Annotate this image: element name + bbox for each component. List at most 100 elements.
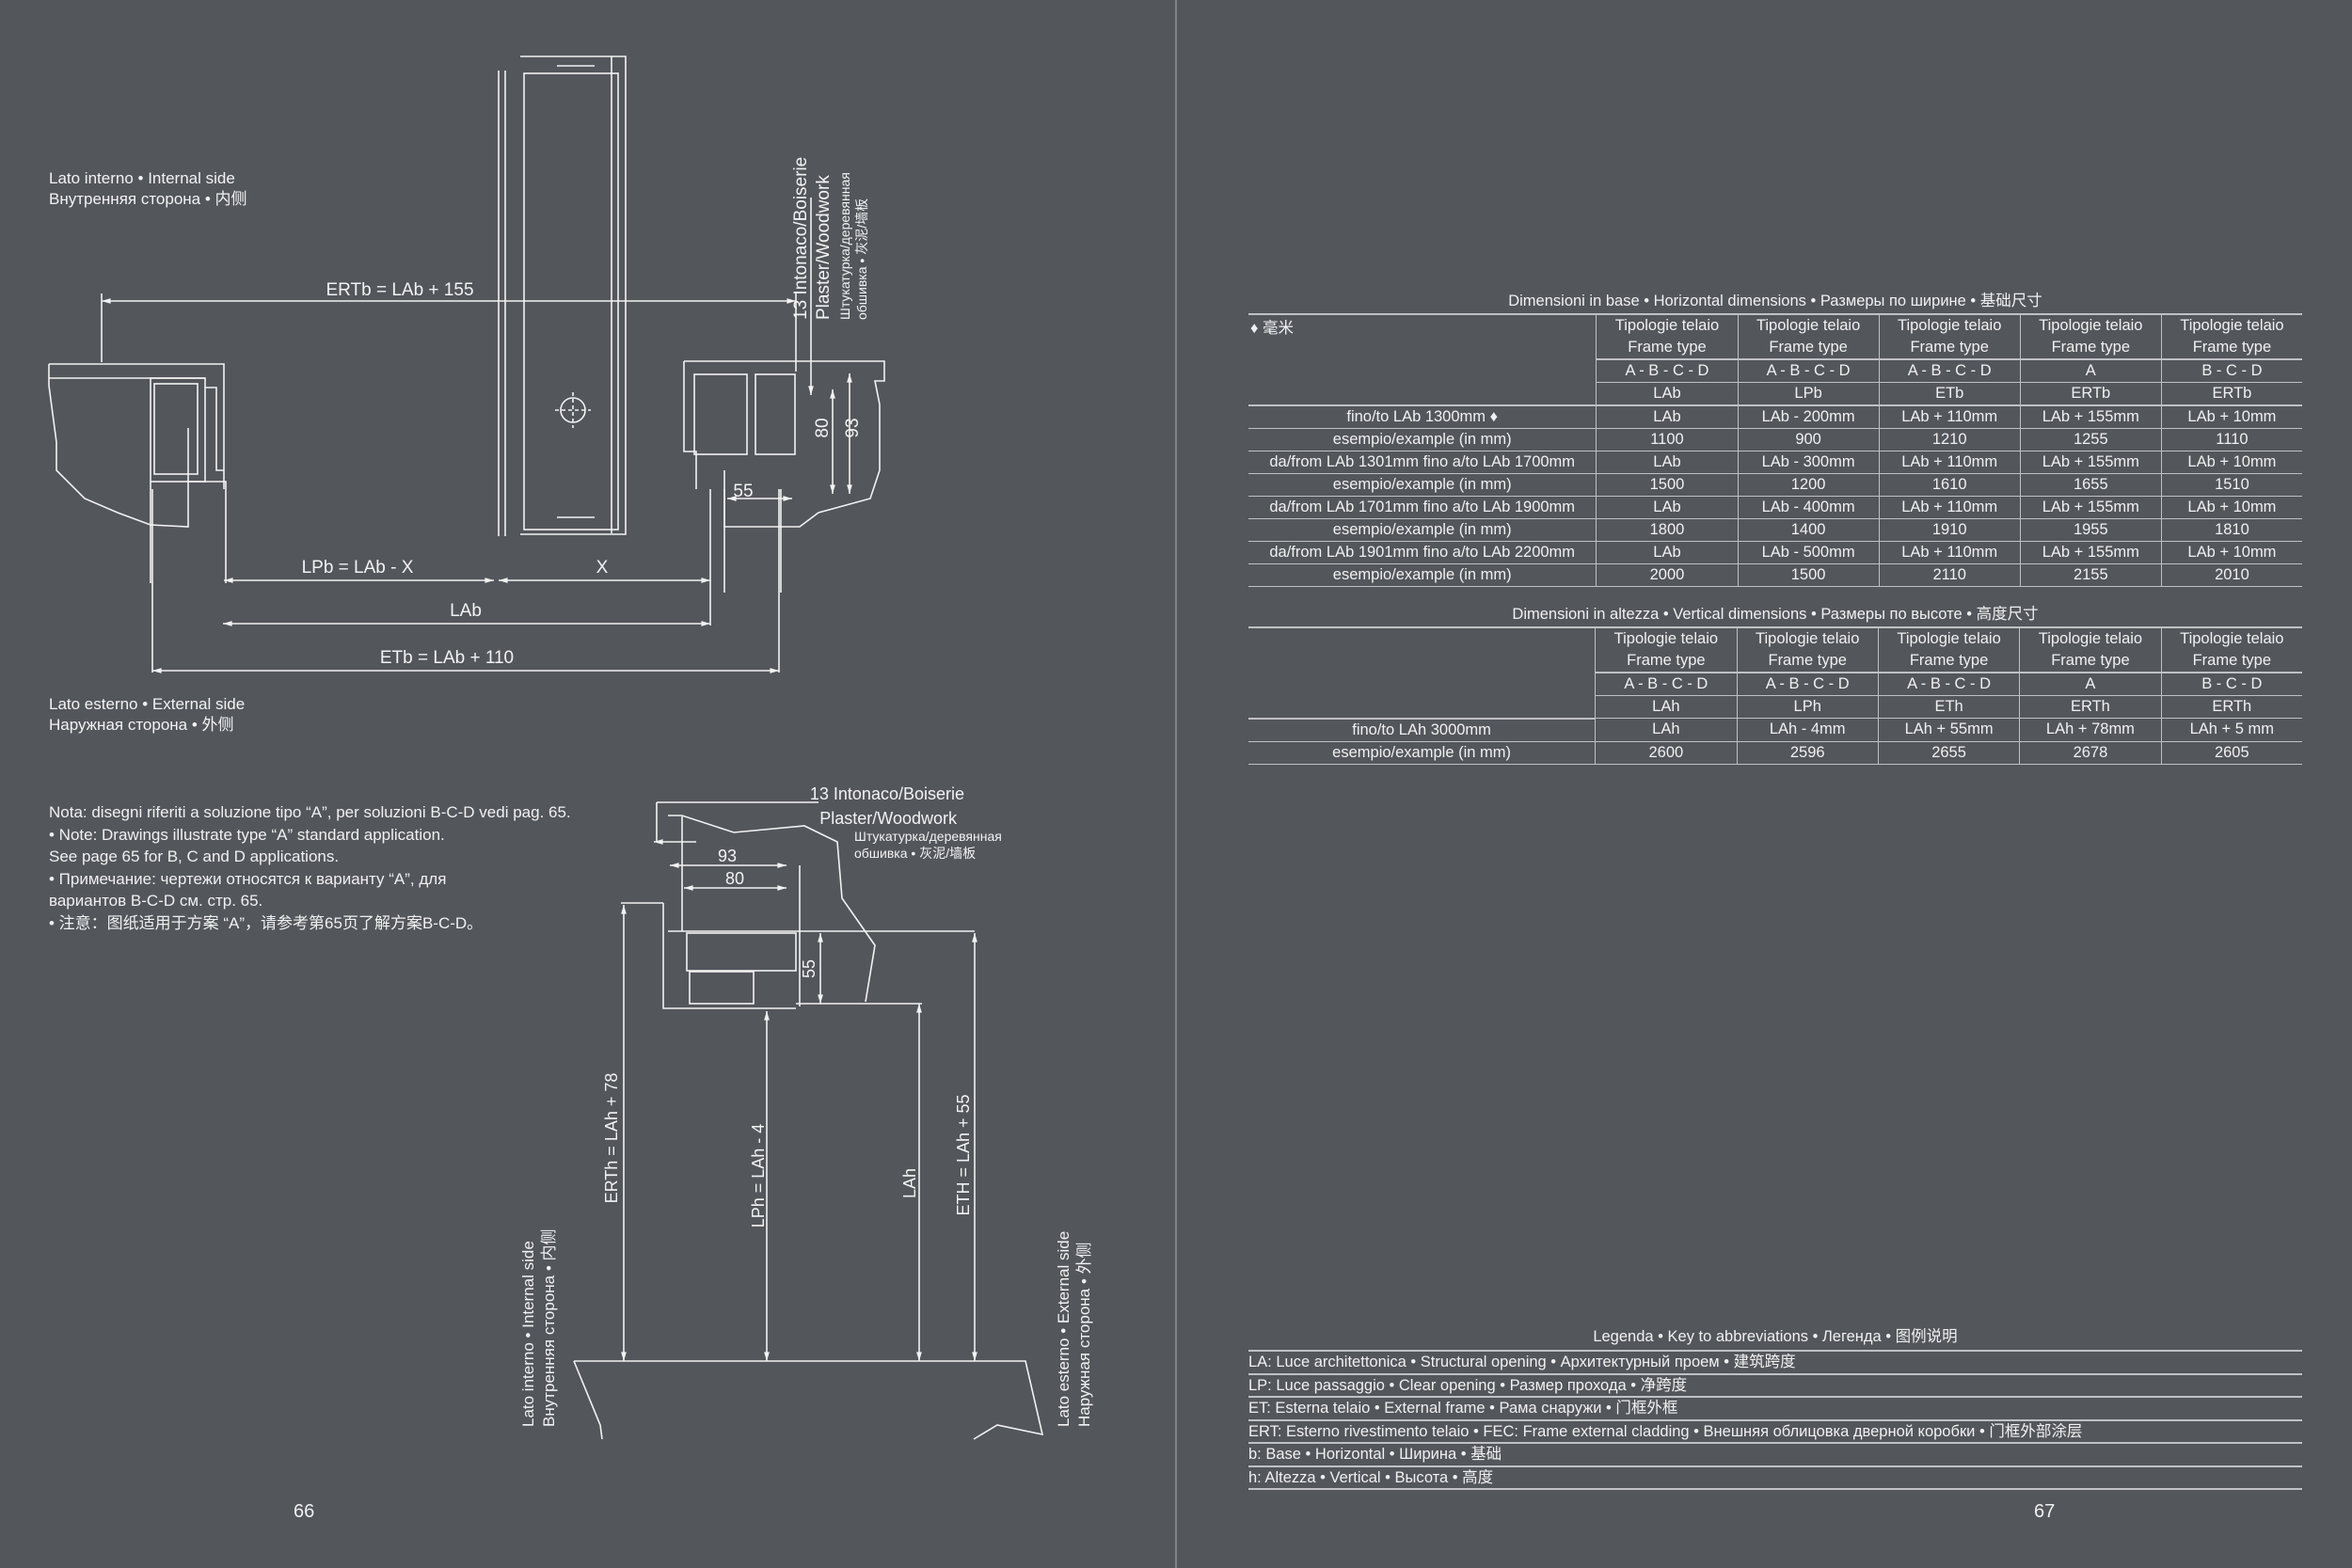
table-cell: 1500 <box>1737 563 1880 587</box>
header-cell: Frame type <box>2160 337 2302 360</box>
table-cell: LAb + 10mm <box>2160 541 2302 564</box>
table-cell: LAb - 500mm <box>1737 541 1880 564</box>
dim-label-lpb: LPb = LAb - X <box>302 558 414 578</box>
page-divider <box>1175 0 1177 1568</box>
external-side-line-1: Lato esterno • External side <box>49 695 246 713</box>
technical-drawing: ERTb = LAb + 155 LPb = LAb - X X LAb ETb… <box>48 55 1093 1440</box>
frame-type-cell: B - C - D <box>2160 673 2302 696</box>
section-plaster-label-ru: Штукатурка/деревянная <box>854 829 1002 844</box>
table-cell: LAb + 110mm <box>1878 496 2021 519</box>
table-cell: 1610 <box>1878 473 2021 497</box>
code-cell: ERTb <box>2160 382 2302 406</box>
table-cell: 2596 <box>1736 741 1879 765</box>
note-line: Nota: disegni riferiti a soluzione tipo … <box>49 803 571 821</box>
header-cell: Tipologie telaio <box>1877 628 2020 650</box>
table-cell: 1655 <box>2019 473 2162 497</box>
section-plaster-label-1: 13 Intonaco/Boiserie <box>810 784 964 803</box>
table-cell: LAh + 55mm <box>1877 718 2020 742</box>
code-cell: LPh <box>1736 695 1879 719</box>
header-cell: Frame type <box>2160 650 2302 673</box>
plaster-label-cn: обшивка • 灰泥/墙板 <box>854 198 869 320</box>
table-cell: LAb + 10mm <box>2160 451 2302 474</box>
table-cell: LAb - 200mm <box>1737 405 1880 429</box>
table-cell: 1100 <box>1596 428 1739 451</box>
table-cell: LAb - 400mm <box>1737 496 1880 519</box>
dim-label-lah: LAh <box>900 1168 919 1198</box>
section-external-side-1: Lato esterno • External side <box>1055 1231 1073 1427</box>
table-cell: 1955 <box>2019 518 2162 542</box>
table-cell: 2678 <box>2019 741 2162 765</box>
table-cell: LAb + 110mm <box>1878 405 2021 429</box>
table-cell: 1510 <box>2160 473 2302 497</box>
header-cell: Tipologie telaio <box>1736 628 1879 650</box>
table-cell: LAb <box>1596 451 1739 474</box>
code-cell: ERTh <box>2160 695 2302 719</box>
plaster-label-ru: Штукатурка/деревянная <box>837 172 852 320</box>
table-cell: LAh - 4mm <box>1736 718 1879 742</box>
abbreviations-legend: Legenda • Key to abbreviations • Легенда… <box>1248 1323 2302 1490</box>
table-cell: 1400 <box>1737 518 1880 542</box>
table-cell: LAb + 155mm <box>2019 541 2162 564</box>
code-cell: ERTb <box>2019 382 2162 406</box>
table-cell: 2600 <box>1595 741 1738 765</box>
legend-item: LP: Luce passaggio • Clear opening • Раз… <box>1248 1375 2302 1398</box>
row-label: da/from LAb 1701mm fino a/to LAb 1900mm <box>1248 496 1597 519</box>
section-dim-label-80: 80 <box>725 869 744 888</box>
row-label: esempio/example (in mm) <box>1248 563 1597 587</box>
header-cell: Tipologie telaio <box>2160 315 2302 337</box>
table-cell: LAb + 155mm <box>2019 496 2162 519</box>
code-cell: LAh <box>1595 695 1738 719</box>
section-dim-label-93: 93 <box>718 847 737 865</box>
header-cell: Frame type <box>1596 337 1739 360</box>
row-label: esempio/example (in mm) <box>1248 428 1597 451</box>
legend-item: ERT: Esterno rivestimento telaio • FEC: … <box>1248 1421 2302 1444</box>
dim-label-x: X <box>596 558 609 578</box>
plaster-label-1: 13 Intonaco/Boiserie <box>791 157 811 320</box>
note-line: • Note: Drawings illustrate type “A” sta… <box>49 825 445 844</box>
dim-label-80: 80 <box>813 418 833 437</box>
note-line: See page 65 for B, C and D applications. <box>49 847 340 865</box>
row-label: esempio/example (in mm) <box>1248 473 1597 497</box>
unit-note: ♦ 毫米 <box>1250 320 1295 337</box>
note-line: • Примечание: чертежи относятся к вариан… <box>49 869 447 888</box>
drawing-note: Nota: disegni riferiti a soluzione tipo … <box>49 801 613 934</box>
frame-type-cell: A <box>2019 673 2162 696</box>
table-cell: LAb + 110mm <box>1878 451 2021 474</box>
table-cell: 2605 <box>2160 741 2302 765</box>
table-cell: 2000 <box>1596 563 1739 587</box>
plan-external-side-label: Lato esterno • External side Наружная ст… <box>49 694 245 736</box>
frame-type-cell: A - B - C - D <box>1878 359 2021 383</box>
legend-title: Legenda • Key to abbreviations • Легенда… <box>1248 1323 2302 1352</box>
dim-label-lab: LAb <box>450 601 482 621</box>
table-cell: LAb + 155mm <box>2019 405 2162 429</box>
dim-label-eth: ETH = LAh + 55 <box>954 1094 973 1215</box>
row-label: fino/to LAh 3000mm <box>1248 718 1596 742</box>
frame-type-cell: A <box>2019 359 2162 383</box>
table-cell: 2010 <box>2160 563 2302 587</box>
plan-internal-side-label: Lato interno • Internal side Внутренняя … <box>49 168 247 210</box>
section-external-side-2: Наружная сторона • 外侧 <box>1075 1242 1093 1427</box>
table-cell: 2110 <box>1878 563 2021 587</box>
horizontal-dimensions-table: Dimensioni in base • Horizontal dimensio… <box>1248 289 2302 587</box>
table-cell: LAb + 110mm <box>1878 541 2021 564</box>
head-section <box>621 801 975 1009</box>
table-cell: LAb <box>1596 405 1739 429</box>
legend-item: b: Base • Horizontal • Ширина • 基础 <box>1248 1444 2302 1467</box>
header-cell: Frame type <box>1737 337 1880 360</box>
plaster-label-2: Plaster/Woodwork <box>814 175 834 320</box>
table-cell: 1500 <box>1596 473 1739 497</box>
section-plaster-label-cn: обшивка • 灰泥/墙板 <box>854 846 976 861</box>
header-cell: Frame type <box>2019 337 2162 360</box>
header-cell: Tipologie telaio <box>1878 315 2021 337</box>
table-cell: LAb <box>1596 496 1739 519</box>
header-cell: Frame type <box>1595 650 1738 673</box>
dim-label-93: 93 <box>843 418 863 437</box>
